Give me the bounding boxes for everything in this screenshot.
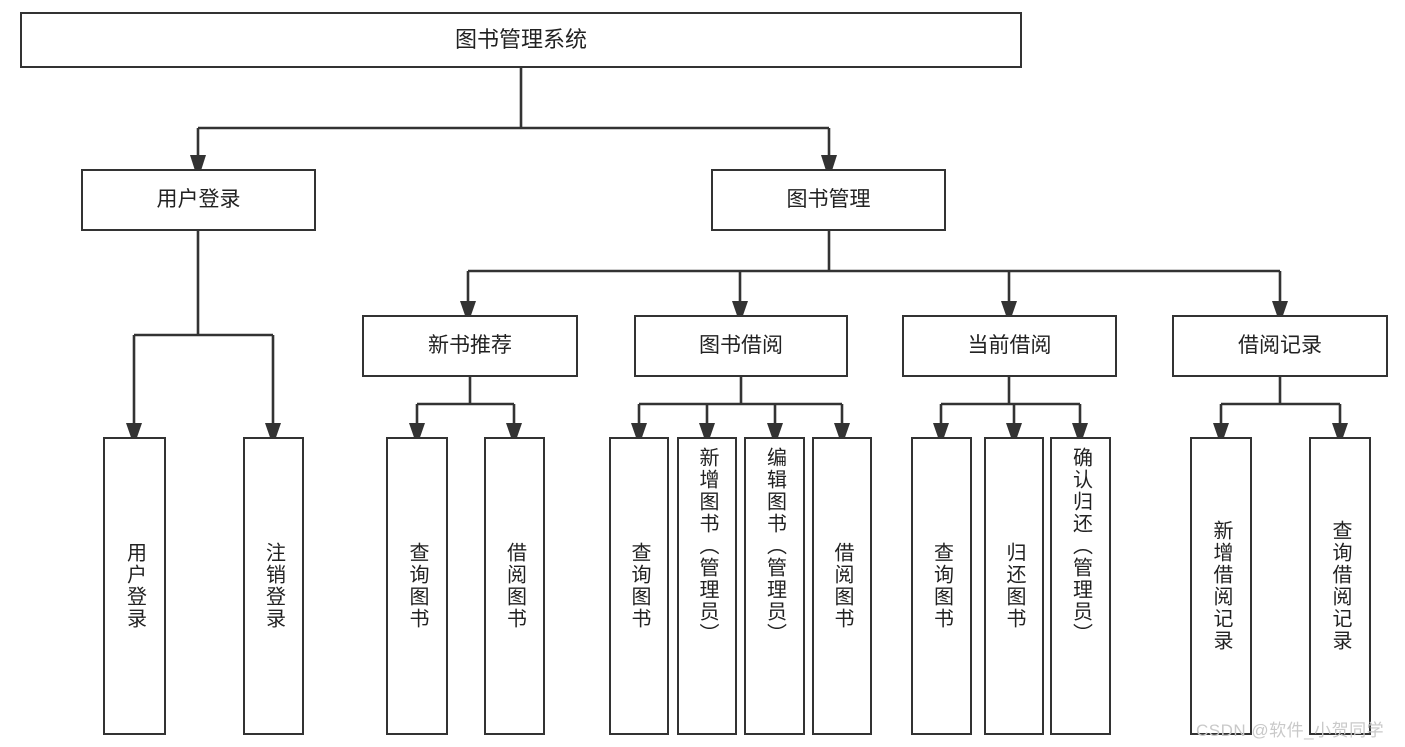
node-leaf-query-book-3-label: 查询图书 xyxy=(930,542,953,630)
node-leaf-add-record[interactable]: 新增借阅记录 xyxy=(1190,437,1252,735)
node-borrow-record[interactable]: 借阅记录 xyxy=(1172,315,1388,377)
node-book-manage[interactable]: 图书管理 xyxy=(711,169,946,231)
node-leaf-user-login[interactable]: 用户登录 xyxy=(103,437,166,735)
node-leaf-logout[interactable]: 注销登录 xyxy=(243,437,304,735)
node-current-borrow-label: 当前借阅 xyxy=(967,333,1052,357)
node-leaf-borrow-book-1[interactable]: 借阅图书 xyxy=(484,437,545,735)
node-leaf-add-record-label: 新增借阅记录 xyxy=(1210,520,1232,652)
node-leaf-edit-book[interactable]: 编辑图书（管理员） xyxy=(744,437,805,735)
node-borrow-record-label: 借阅记录 xyxy=(1238,333,1322,357)
node-leaf-confirm-return[interactable]: 确认归还（管理员） xyxy=(1050,437,1111,735)
node-leaf-return-book-label: 归还图书 xyxy=(1003,542,1025,630)
node-root[interactable]: 图书管理系统 xyxy=(20,12,1022,68)
watermark: CSDN @软件_小贺同学 xyxy=(1196,721,1385,740)
node-leaf-query-book-1[interactable]: 查询图书 xyxy=(386,437,448,735)
node-root-label: 图书管理系统 xyxy=(454,27,587,53)
node-leaf-add-book[interactable]: 新增图书（管理员） xyxy=(677,437,737,735)
node-new-book-rec-label: 新书推荐 xyxy=(428,333,512,357)
node-leaf-query-book-1-label: 查询图书 xyxy=(406,542,428,630)
node-user-login-label: 用户登录 xyxy=(156,187,241,211)
node-leaf-return-book[interactable]: 归还图书 xyxy=(984,437,1044,735)
node-leaf-borrow-book-2[interactable]: 借阅图书 xyxy=(812,437,872,735)
node-user-login[interactable]: 用户登录 xyxy=(81,169,316,231)
node-leaf-user-login-label: 用户登录 xyxy=(123,542,146,630)
node-book-manage-label: 图书管理 xyxy=(786,187,871,211)
node-leaf-query-book-2-label: 查询图书 xyxy=(628,542,650,630)
node-leaf-edit-book-label: 编辑图书（管理员） xyxy=(763,447,786,645)
node-leaf-logout-label: 注销登录 xyxy=(262,542,285,630)
node-book-borrow-label: 图书借阅 xyxy=(699,333,783,357)
node-current-borrow[interactable]: 当前借阅 xyxy=(902,315,1117,377)
node-leaf-query-book-3[interactable]: 查询图书 xyxy=(911,437,972,735)
node-new-book-rec[interactable]: 新书推荐 xyxy=(362,315,578,377)
node-leaf-add-book-label: 新增图书（管理员） xyxy=(696,447,718,645)
node-leaf-query-book-2[interactable]: 查询图书 xyxy=(609,437,669,735)
node-leaf-confirm-return-label: 确认归还（管理员） xyxy=(1069,447,1092,645)
node-leaf-query-record-label: 查询借阅记录 xyxy=(1329,520,1351,652)
node-leaf-borrow-book-2-label: 借阅图书 xyxy=(831,542,853,630)
node-leaf-borrow-book-1-label: 借阅图书 xyxy=(503,542,526,630)
node-leaf-query-record[interactable]: 查询借阅记录 xyxy=(1309,437,1371,735)
node-book-borrow[interactable]: 图书借阅 xyxy=(634,315,848,377)
